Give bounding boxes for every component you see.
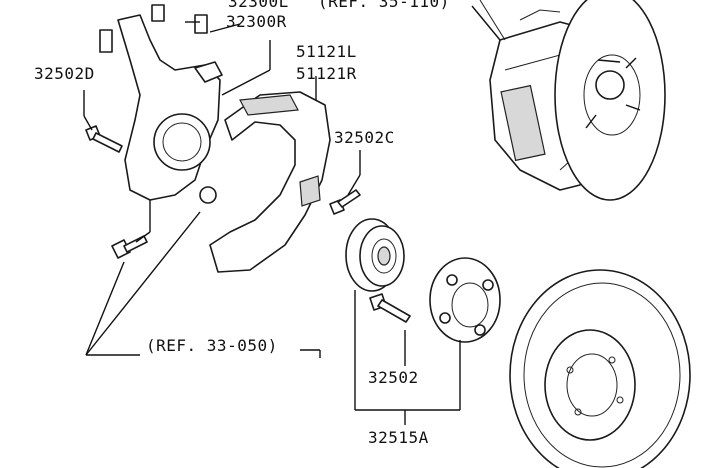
- leader-lines: [83, 5, 501, 425]
- brake-disc-illustration: [509, 269, 691, 468]
- part-label-32300l: 32300L: [228, 0, 289, 11]
- hub-bearing-illustration: [345, 218, 405, 292]
- hub-bolt-32502: [369, 293, 411, 323]
- part-label-32515a: 32515A: [368, 428, 429, 447]
- bolt-32502d: [85, 125, 123, 153]
- part-label-32502c: 32502C: [334, 128, 395, 147]
- bolt-lower: [111, 235, 148, 259]
- steering-knuckle-illustration: [99, 4, 223, 204]
- part-label-32300r: 32300R: [226, 12, 287, 31]
- part-label-51121r: 51121R: [296, 64, 357, 83]
- part-label-32502: 32502: [368, 368, 419, 387]
- reference-label-35-110: (REF. 35-110): [318, 0, 450, 11]
- part-label-32502d: 32502D: [34, 64, 95, 83]
- rear-disc-illustration: [554, 0, 666, 201]
- bolt-32502c: [329, 189, 361, 215]
- part-label-51121l: 51121L: [296, 42, 357, 61]
- dust-shield-illustration: [209, 91, 331, 273]
- hub-flange-illustration: [429, 257, 501, 343]
- reference-label-33-050: (REF. 33-050): [146, 336, 278, 355]
